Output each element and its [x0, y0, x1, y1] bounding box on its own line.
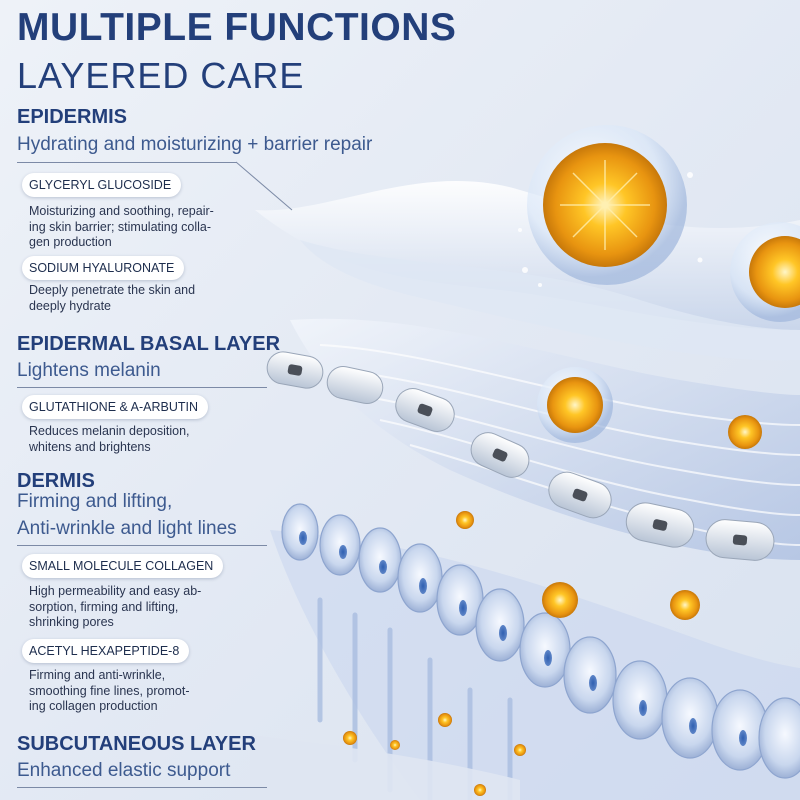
page-title: MULTIPLE FUNCTIONS — [17, 6, 457, 49]
page-subtitle: LAYERED CARE — [17, 55, 305, 96]
acetyl-hexapeptide-8-desc: Firming and anti-wrinkle, smoothing fine… — [29, 668, 190, 713]
sodium-hyaluronate-desc: Deeply penetrate the skin and deeply hyd… — [29, 283, 196, 313]
glutathione-arbutin-desc: Reduces melanin deposition, whitens and … — [29, 424, 190, 454]
basal-layer-desc: Lightens melanin — [17, 360, 161, 381]
ingredient-pill-sodium-hyaluronate: SODIUM HYALURONATE — [22, 256, 185, 280]
ingredient-pill-glyceryl-glucoside: GLYCERYL GLUCOSIDE — [22, 173, 182, 197]
dermis-divider — [17, 545, 267, 546]
small-molecule-collagen-desc: High permeability and easy ab- sorption,… — [29, 584, 202, 629]
subcutaneous-title: SUBCUTANEOUS LAYER — [17, 733, 256, 755]
dermis-title: DERMIS — [17, 470, 95, 492]
ingredient-pill-acetyl-hexapeptide-8: ACETYL HEXAPEPTIDE-8 — [22, 639, 190, 663]
epidermis-title: EPIDERMIS — [17, 106, 128, 128]
epidermis-leader-line — [236, 161, 293, 211]
ingredient-pill-glutathione-arbutin: GLUTATHIONE & A-ARBUTIN — [22, 395, 209, 419]
epidermis-divider — [17, 162, 237, 163]
dermis-desc: Firming and lifting, Anti-wrinkle and li… — [17, 491, 237, 539]
epidermis-desc: Hydrating and moisturizing + barrier rep… — [17, 134, 373, 155]
glyceryl-glucoside-desc: Moisturizing and soothing, repair- ing s… — [29, 204, 214, 249]
basal-layer-title: EPIDERMAL BASAL LAYER — [17, 333, 281, 355]
subcutaneous-divider — [17, 787, 267, 788]
ingredient-pill-small-molecule-collagen: SMALL MOLECULE COLLAGEN — [22, 554, 224, 578]
subcutaneous-desc: Enhanced elastic support — [17, 760, 231, 781]
basal-layer-divider — [17, 387, 267, 388]
